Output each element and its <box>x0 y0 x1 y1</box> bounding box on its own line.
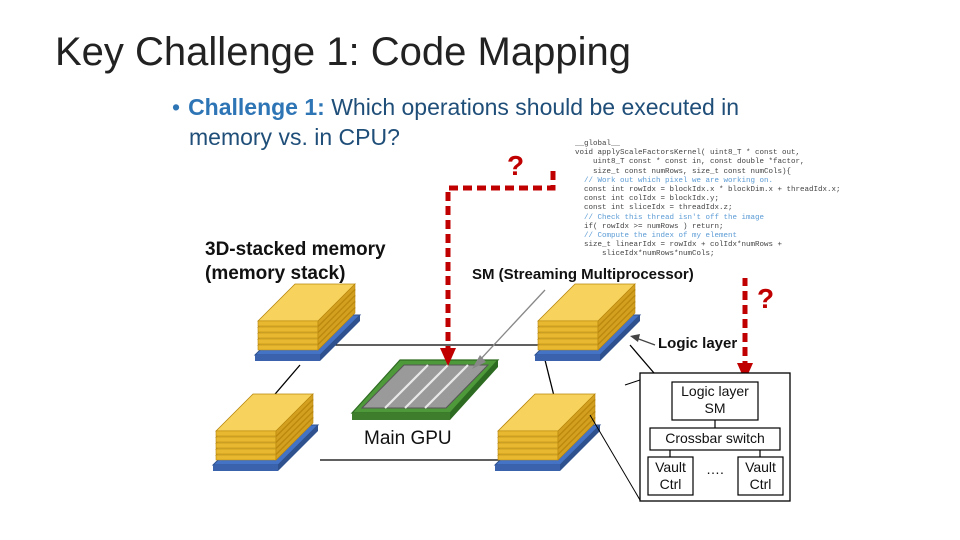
memory-stack-top-left <box>254 283 361 362</box>
bullet-highlight: Challenge 1: <box>188 94 325 120</box>
code-line: // Check this thread isn't off the image <box>575 213 765 222</box>
code-line: size_t linearIdx = rowIdx + colIdx*numRo… <box>575 241 783 250</box>
memory-stack-bottom-left <box>212 393 319 472</box>
code-line: if( rowIdx >= numRows ) return; <box>575 222 724 231</box>
logic-layer-sm-text: Logic layer SM <box>681 383 749 416</box>
code-line: void applyScaleFactorsKernel( uint8_T * … <box>575 149 801 158</box>
ellipsis-text: …. <box>706 461 724 477</box>
main-gpu-label: Main GPU <box>364 428 452 449</box>
code-line: __global__ <box>575 140 621 148</box>
sm-pointer <box>472 289 546 369</box>
vault-ctrl-left-text: Vault Ctrl <box>655 459 686 492</box>
code-line: // Compute the index of my element <box>575 232 738 241</box>
slide-title: Key Challenge 1: Code Mapping <box>55 30 631 75</box>
memory-stack-label: 3D-stacked memory (memory stack) <box>205 239 386 284</box>
vault-ctrl-right-box <box>737 456 784 496</box>
logic-layer-sm-box <box>671 381 759 421</box>
title-suffix: : Code Mapping <box>348 30 631 74</box>
code-line: // Work out which pixel we are working o… <box>575 176 774 185</box>
code-line: uint8_T const * const in, const double *… <box>575 158 805 167</box>
code-line: const int sliceIdx = threadIdx.z; <box>575 204 733 213</box>
sm-label: SM (Streaming Multiprocessor) <box>472 266 694 283</box>
code-line: const int rowIdx = blockIdx.x * blockDim… <box>575 186 841 195</box>
bullet-text-line2: memory vs. in CPU? <box>189 124 400 150</box>
memory-stack-bottom-right <box>494 393 601 472</box>
memory-stack-top-right <box>534 283 641 362</box>
question-mark-logic-layer: ? <box>757 283 775 314</box>
code-line: const int colIdx = blockIdx.y; <box>575 195 720 204</box>
main-gpu-chip <box>350 359 500 420</box>
logic-layer-pointer <box>630 334 656 346</box>
question-mark-gpu: ? <box>507 150 525 181</box>
crossbar-text: Crossbar switch <box>665 430 765 446</box>
title-number: 1 <box>326 30 349 74</box>
code-line: size_t const numRows, size_t const numCo… <box>575 167 792 176</box>
logic-layer-label: Logic layer <box>658 335 738 352</box>
code-line: sliceIdx*numRows*numCols; <box>575 250 715 259</box>
challenge-bullet: • Challenge 1: Which operations should be… <box>172 92 832 152</box>
dashed-arrow-gpu <box>440 168 556 366</box>
bullet-text-line1: Which operations should be executed in <box>324 94 740 120</box>
kernel-code: __global__void applyScaleFactorsKernel( … <box>575 140 841 260</box>
bullet-marker: • <box>172 94 181 120</box>
vault-ctrl-right-text: Vault Ctrl <box>745 459 776 492</box>
dashed-arrow-logic-layer <box>737 278 753 381</box>
title-prefix: Key Challenge <box>55 30 327 74</box>
